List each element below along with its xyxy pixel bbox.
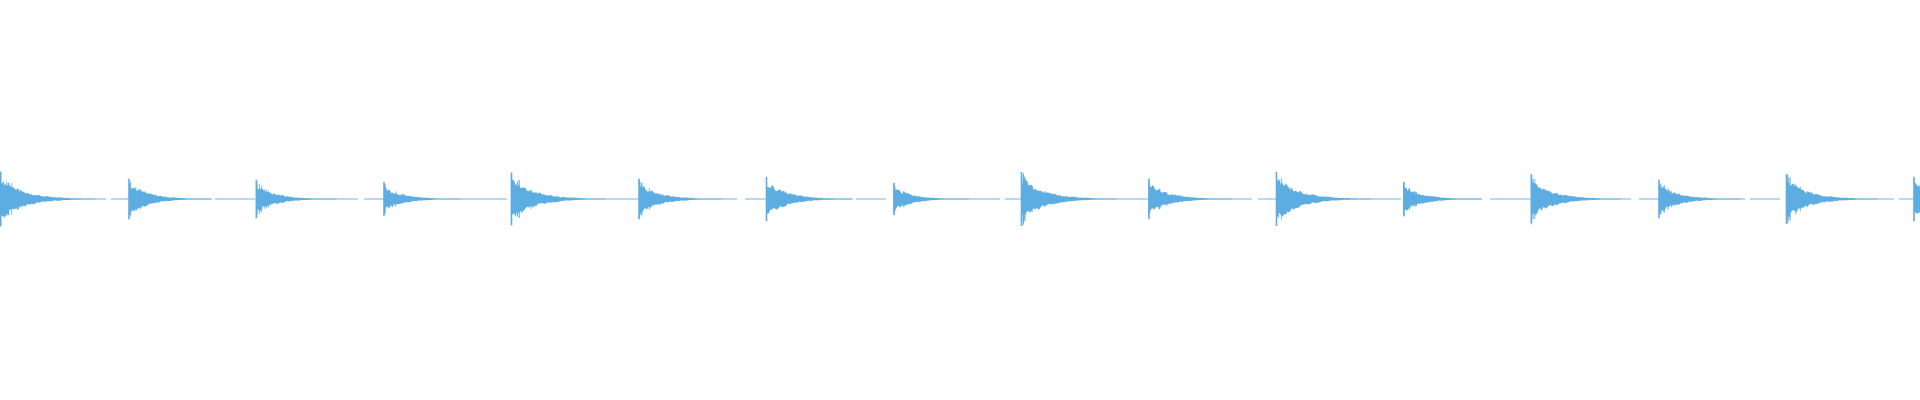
waveform-transients	[0, 171, 1920, 227]
waveform-transient	[766, 180, 853, 217]
waveform-transient	[1531, 178, 1621, 218]
waveform-transient	[893, 186, 970, 212]
waveform-transient	[1276, 175, 1371, 217]
waveform-transient	[1148, 184, 1232, 215]
waveform-transient	[256, 183, 337, 212]
waveform-transient	[1021, 176, 1116, 222]
waveform-transient	[1403, 186, 1482, 211]
waveform-transient	[128, 187, 212, 212]
waveform-transient	[511, 179, 606, 219]
waveform-transient	[0, 179, 95, 220]
waveform-transient	[1658, 185, 1740, 215]
